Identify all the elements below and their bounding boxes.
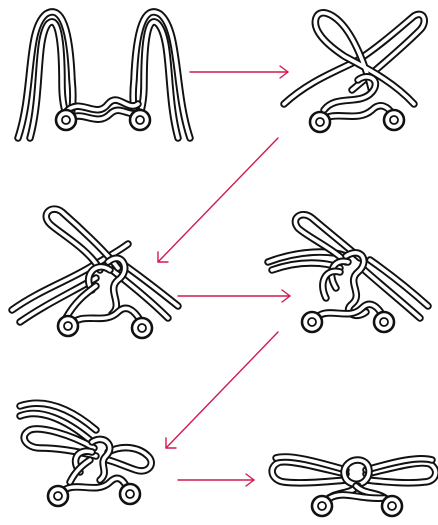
step-4-loop-through xyxy=(264,211,432,334)
step-6-finished-bow xyxy=(268,453,438,518)
step-3-loop-wrapped xyxy=(8,205,182,340)
step-2-loops-crossed xyxy=(280,9,428,134)
step-1-laces-up xyxy=(14,8,194,142)
arrow-step-4-to-5 xyxy=(165,331,279,449)
arrow-step-2-to-3 xyxy=(157,137,279,263)
arrow-step-5-to-6 xyxy=(177,473,255,487)
step-5-loops-pulled xyxy=(16,399,155,508)
arrow-step-1-to-2 xyxy=(189,65,289,79)
arrow-step-3-to-4 xyxy=(177,289,291,303)
